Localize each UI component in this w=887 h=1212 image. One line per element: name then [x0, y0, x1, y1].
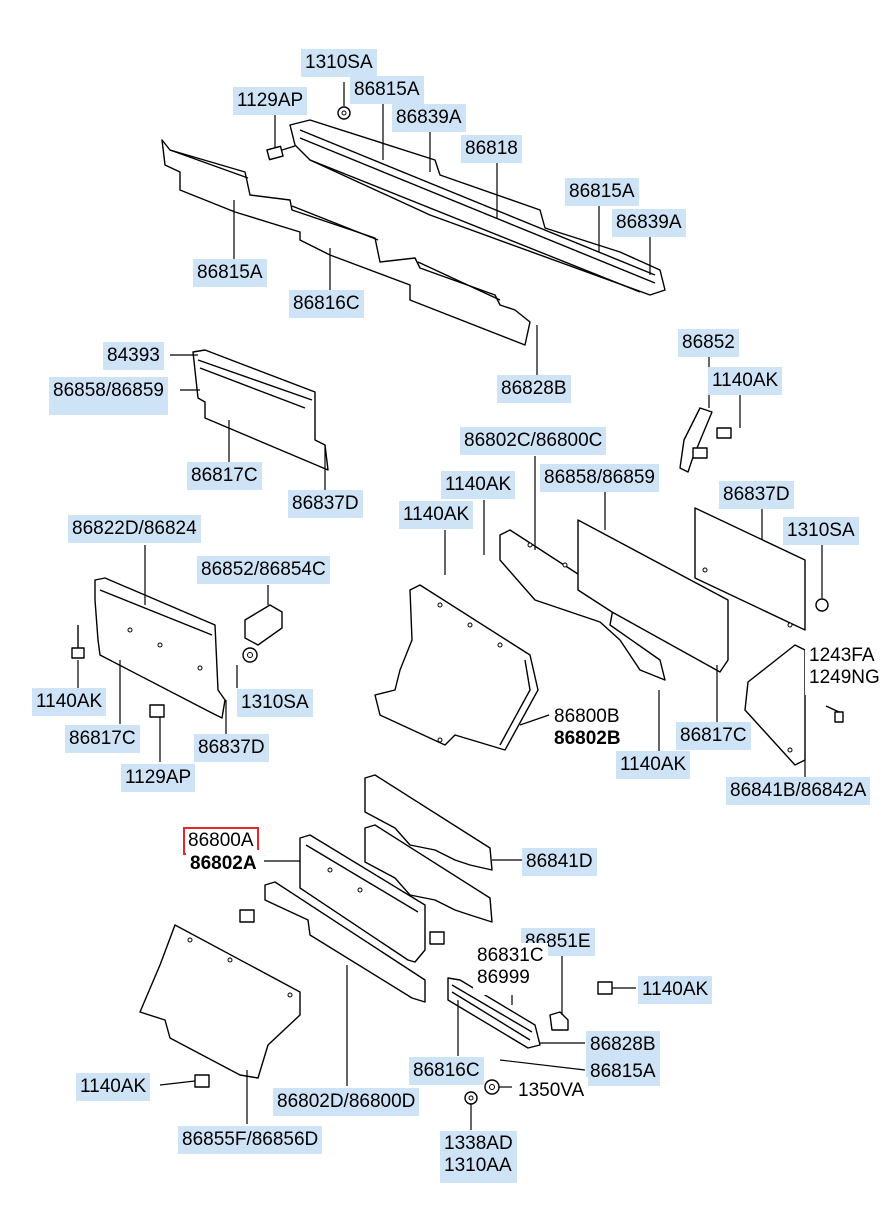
label-86802a[interactable]: 86802A [186, 850, 261, 878]
panel-86855f[interactable] [139, 924, 301, 1079]
nut-1350va[interactable] [484, 1079, 500, 1095]
cover-84393[interactable] [192, 349, 329, 471]
label-86802b: 86802B [554, 728, 621, 749]
label-86858-left[interactable]: 86858/86859 [49, 377, 168, 415]
rail-86816c[interactable] [161, 139, 531, 346]
label-1140ak-left[interactable]: 1140AK [32, 688, 107, 716]
label-1140ak-right-mid[interactable]: 1140AK [616, 751, 691, 779]
leader-lines [77, 82, 823, 1130]
label-1129ap-top[interactable]: 1129AP [233, 87, 308, 115]
bolt-1129ap-top[interactable] [266, 145, 296, 161]
rail-86831c[interactable] [447, 977, 541, 1049]
nut-1338ad[interactable] [464, 1091, 478, 1105]
bolt-1140ak-center-b[interactable] [429, 931, 445, 945]
label-1243fa-1249ng[interactable]: 1243FA 1249NG [805, 643, 884, 695]
label-84393[interactable]: 84393 [103, 342, 164, 370]
label-1140ak-mid-a[interactable]: 1140AK [441, 471, 516, 499]
label-86815a-bottom[interactable]: 86815A [586, 1058, 660, 1086]
label-86816c-bottom[interactable]: 86816C [409, 1057, 484, 1085]
bolt-1140ak-lower-right[interactable] [597, 981, 613, 995]
bracket-86841b[interactable] [744, 644, 806, 766]
bolt-1140ak-bottom[interactable] [194, 1074, 210, 1088]
label-86837d-left[interactable]: 86837D [194, 734, 269, 762]
block-86852[interactable] [244, 604, 283, 646]
label-1243fa: 1243FA [809, 645, 875, 666]
label-1310aa: 1310AA [444, 1155, 512, 1176]
label-1140ak-right-top[interactable]: 1140AK [708, 367, 783, 395]
label-86852-86854c[interactable]: 86852/86854C [197, 556, 330, 584]
clip-86851e[interactable] [549, 1011, 569, 1031]
label-86837d-right[interactable]: 86837D [719, 481, 794, 509]
label-86815a-right[interactable]: 86815A [565, 178, 639, 206]
label-86841b[interactable]: 86841B/86842A [726, 777, 871, 805]
label-1129ap-mid[interactable]: 1129AP [121, 764, 196, 792]
bracket-86852[interactable] [679, 407, 732, 473]
bolt-1129ap-mid[interactable] [149, 704, 165, 718]
label-1338ad: 1338AD [444, 1133, 513, 1154]
label-1338ad-1310aa[interactable]: 1338AD 1310AA [440, 1131, 517, 1183]
label-1140ak-mid-b[interactable]: 1140AK [399, 501, 474, 529]
label-86817c-left[interactable]: 86817C [65, 725, 140, 753]
panel-86858-right[interactable] [577, 519, 729, 673]
label-1350va[interactable]: 1350VA [514, 1077, 589, 1105]
label-1310sa-right[interactable]: 1310SA [783, 517, 859, 545]
label-86841d[interactable]: 86841D [522, 848, 597, 876]
label-86855f[interactable]: 86855F/86856D [178, 1126, 323, 1154]
label-86817c-top[interactable]: 86817C [187, 462, 262, 490]
label-86828b-bottom[interactable]: 86828B [586, 1031, 660, 1059]
label-86815a-left[interactable]: 86815A [193, 259, 267, 287]
panel-86837d-right[interactable] [694, 507, 806, 631]
label-86817c-right[interactable]: 86817C [676, 722, 751, 750]
label-86831c-86999[interactable]: 86831C 86999 [473, 943, 548, 995]
label-86852-top[interactable]: 86852 [678, 329, 739, 357]
panel-86822d[interactable] [94, 577, 226, 719]
label-1140ak-lower-right[interactable]: 1140AK [638, 976, 713, 1004]
label-86800a[interactable]: 86800A [183, 827, 259, 855]
nut-1310sa-top[interactable] [337, 106, 351, 120]
nut-1310sa-right[interactable] [815, 598, 829, 612]
label-86800b-86802b[interactable]: 86800B 86802B [550, 704, 625, 756]
panel-86800a[interactable] [299, 834, 426, 963]
label-86818[interactable]: 86818 [461, 135, 522, 163]
label-1249ng: 1249NG [809, 667, 880, 688]
label-86839a-top[interactable]: 86839A [392, 104, 466, 132]
label-1310sa-top[interactable]: 1310SA [301, 49, 377, 77]
label-86802c[interactable]: 86802C/86800C [460, 427, 607, 455]
label-86816c-top[interactable]: 86816C [289, 290, 364, 318]
label-86999: 86999 [477, 967, 530, 988]
rail-86818[interactable] [289, 119, 666, 296]
label-1310sa-mid[interactable]: 1310SA [237, 689, 313, 717]
label-86839a-right[interactable]: 86839A [612, 209, 686, 237]
plate-86841d-upper[interactable] [364, 774, 493, 871]
rail-86802d[interactable] [264, 881, 426, 1003]
label-86815a-top[interactable]: 86815A [350, 76, 424, 104]
bolt-1140ak-center-a[interactable] [239, 909, 255, 923]
screw-1243fa[interactable] [825, 705, 844, 723]
label-86828b-top[interactable]: 86828B [497, 375, 571, 403]
label-86858-right[interactable]: 86858/86859 [540, 464, 659, 492]
duct-86800b[interactable] [374, 584, 539, 751]
label-86802d[interactable]: 86802D/86800D [273, 1088, 420, 1116]
bolt-1140ak-left[interactable] [71, 625, 85, 659]
plate-86841d-lower[interactable] [364, 824, 493, 923]
label-86800b: 86800B [554, 706, 620, 727]
label-86822d[interactable]: 86822D/86824 [68, 515, 201, 543]
label-1140ak-bottom-left[interactable]: 1140AK [76, 1073, 151, 1101]
nut-1310sa-mid[interactable] [242, 647, 258, 663]
label-86831c: 86831C [477, 945, 544, 966]
label-86837d-top[interactable]: 86837D [288, 490, 363, 518]
